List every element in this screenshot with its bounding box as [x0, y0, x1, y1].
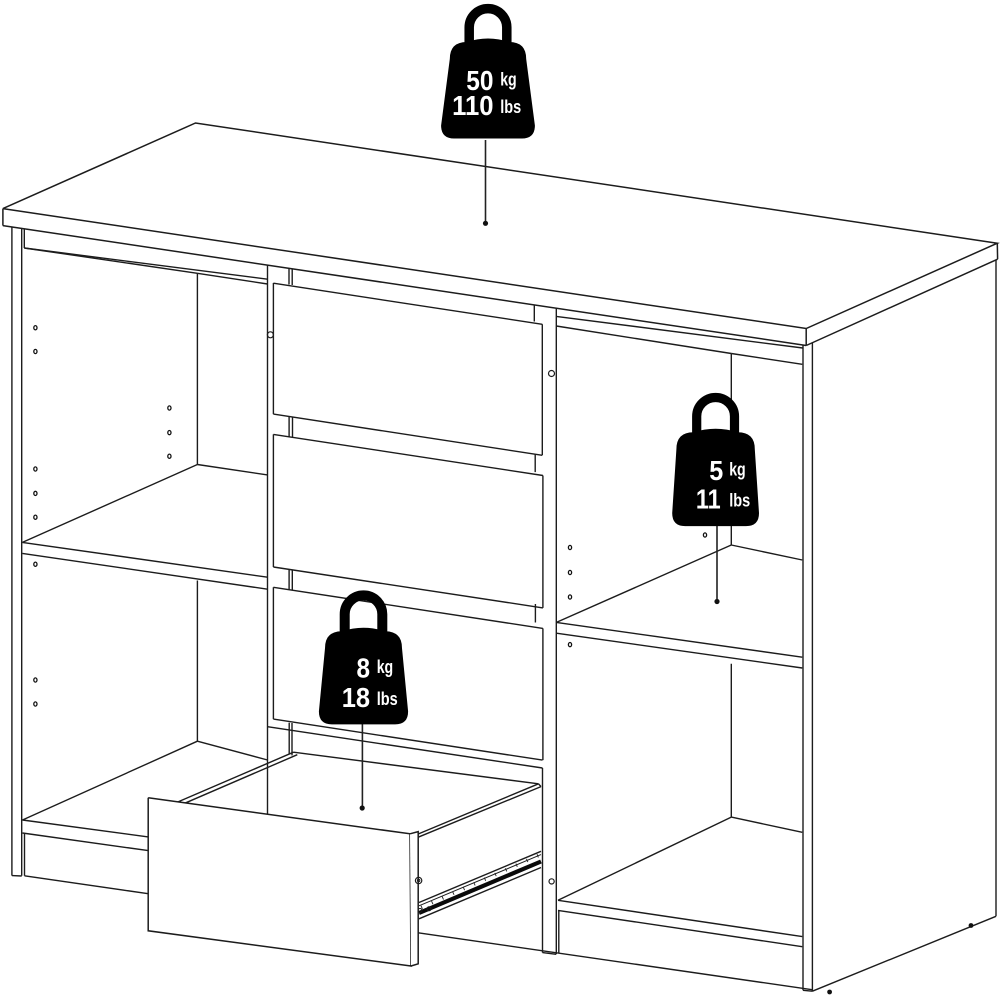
svg-text:kg: kg [729, 460, 746, 480]
svg-text:18: 18 [342, 682, 370, 713]
svg-text:kg: kg [377, 657, 394, 677]
svg-text:50: 50 [466, 65, 493, 96]
svg-text:kg: kg [500, 70, 517, 90]
svg-text:8: 8 [357, 652, 371, 683]
svg-text:lbs: lbs [500, 97, 521, 117]
svg-text:5: 5 [709, 455, 723, 486]
svg-text:11: 11 [696, 483, 721, 514]
svg-text:lbs: lbs [377, 689, 398, 709]
svg-text:110: 110 [452, 90, 493, 121]
svg-text:lbs: lbs [729, 490, 750, 510]
